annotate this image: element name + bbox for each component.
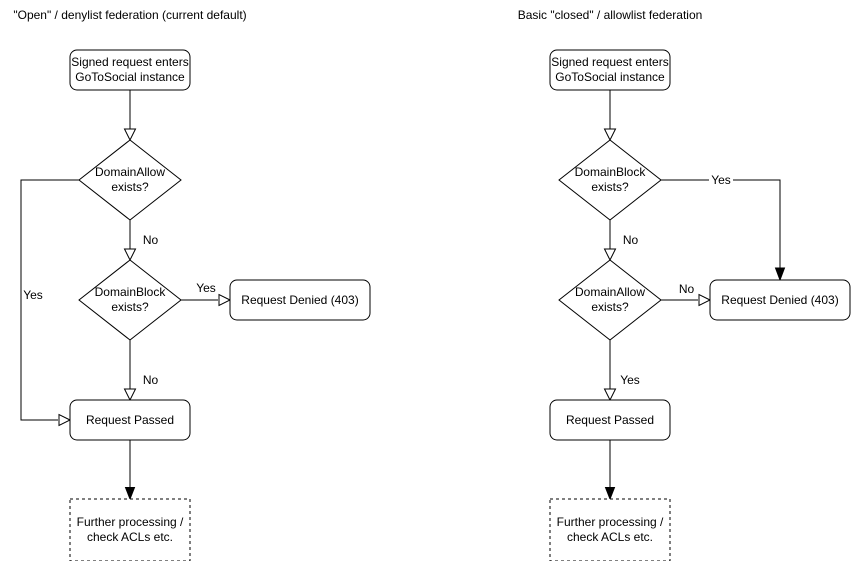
edge-label: No bbox=[679, 282, 695, 296]
left-edge-domainallow-yes bbox=[20, 179, 79, 427]
denied-box bbox=[709, 279, 851, 321]
open-arrowhead bbox=[218, 293, 232, 307]
further-box bbox=[69, 498, 191, 561]
left-edge-domainblock-yes bbox=[181, 293, 232, 307]
decision-label-line1: DomainBlock bbox=[575, 165, 647, 179]
right-edge-domainallow-yes bbox=[603, 340, 617, 402]
passed-label: Request Passed bbox=[86, 413, 174, 427]
decision-diamond bbox=[78, 139, 182, 221]
edge-label: Yes bbox=[23, 288, 43, 302]
decision-diamond bbox=[78, 259, 182, 341]
right-label-domainallow-yes: Yes bbox=[618, 373, 642, 387]
edge-label: Yes bbox=[620, 373, 640, 387]
left-label-domainblock-no: No bbox=[141, 373, 160, 387]
start-label-line1: Signed request enters bbox=[551, 55, 668, 69]
left-request-passed-node: Request Passed bbox=[69, 399, 191, 441]
left-flowchart: "Open" / denylist federation (current de… bbox=[13, 8, 371, 561]
decision-label-line2: exists? bbox=[111, 300, 149, 314]
decision-diamond bbox=[558, 139, 662, 221]
open-arrowhead bbox=[123, 128, 137, 142]
open-arrowhead bbox=[58, 413, 72, 427]
denied-box bbox=[229, 279, 371, 321]
decision-diamond bbox=[558, 259, 662, 341]
right-edge-domainblock-yes bbox=[661, 179, 786, 282]
right-domainblock-decision: DomainBlock exists? bbox=[558, 139, 662, 221]
edge-label: No bbox=[143, 373, 159, 387]
open-arrowhead bbox=[123, 388, 137, 402]
left-further-processing-node: Further processing / check ACLs etc. bbox=[69, 498, 191, 561]
right-start-node: Signed request enters GoToSocial instanc… bbox=[549, 49, 671, 91]
further-label-line1: Further processing / bbox=[77, 515, 184, 529]
edge-label: Yes bbox=[196, 281, 216, 295]
edge-label: Yes bbox=[711, 173, 731, 187]
label-background bbox=[141, 233, 160, 246]
edge-label: No bbox=[143, 233, 159, 247]
left-edge-start-to-domainallow bbox=[123, 90, 137, 142]
passed-label: Request Passed bbox=[566, 413, 654, 427]
further-box bbox=[549, 498, 671, 561]
right-label-domainblock-no: No bbox=[621, 233, 640, 247]
right-edge-domainallow-no bbox=[661, 293, 712, 307]
denied-label: Request Denied (403) bbox=[241, 293, 358, 307]
left-edge-passed-to-further bbox=[124, 440, 136, 501]
start-label-line2: GoToSocial instance bbox=[75, 70, 185, 84]
left-chart-title: "Open" / denylist federation (current de… bbox=[13, 8, 246, 22]
label-background bbox=[621, 233, 640, 246]
edge-line bbox=[661, 179, 781, 268]
further-label-line2: check ACLs etc. bbox=[87, 530, 173, 544]
open-arrowhead bbox=[123, 248, 137, 262]
decision-label-line1: DomainAllow bbox=[95, 165, 165, 179]
start-label-line2: GoToSocial instance bbox=[555, 70, 665, 84]
right-flowchart: Basic "closed" / allowlist federation bbox=[518, 8, 851, 561]
right-label-domainblock-yes: Yes bbox=[709, 173, 733, 187]
open-arrowhead bbox=[603, 128, 617, 142]
edge-label: No bbox=[623, 233, 639, 247]
edge-line bbox=[20, 179, 79, 421]
right-request-passed-node: Request Passed bbox=[549, 399, 671, 441]
right-edge-domainblock-no bbox=[603, 220, 617, 262]
right-request-denied-node: Request Denied (403) bbox=[709, 279, 851, 321]
decision-label-line1: DomainBlock bbox=[95, 285, 167, 299]
right-edge-start-to-domainblock bbox=[603, 90, 617, 142]
solid-arrowhead bbox=[774, 267, 786, 282]
left-request-denied-node: Request Denied (403) bbox=[229, 279, 371, 321]
right-edge-passed-to-further bbox=[604, 440, 616, 501]
start-box bbox=[549, 49, 671, 91]
label-background bbox=[618, 373, 642, 386]
left-label-domainallow-yes: Yes bbox=[22, 288, 46, 302]
decision-label-line2: exists? bbox=[591, 300, 629, 314]
open-arrowhead bbox=[603, 248, 617, 262]
right-further-processing-node: Further processing / check ACLs etc. bbox=[549, 498, 671, 561]
left-domainallow-decision: DomainAllow exists? bbox=[78, 139, 182, 221]
label-background bbox=[709, 173, 733, 186]
label-background bbox=[22, 288, 46, 301]
left-edge-domainblock-no bbox=[123, 340, 137, 402]
start-label-line1: Signed request enters bbox=[71, 55, 188, 69]
open-arrowhead bbox=[603, 388, 617, 402]
further-label-line1: Further processing / bbox=[557, 515, 664, 529]
open-arrowhead bbox=[698, 293, 712, 307]
label-background bbox=[677, 282, 696, 295]
left-domainblock-decision: DomainBlock exists? bbox=[78, 259, 182, 341]
right-chart-title: Basic "closed" / allowlist federation bbox=[518, 8, 703, 22]
passed-box bbox=[549, 399, 671, 441]
further-label-line2: check ACLs etc. bbox=[567, 530, 653, 544]
left-label-domainallow-no: No bbox=[141, 233, 160, 247]
decision-label-line1: DomainAllow bbox=[575, 285, 645, 299]
right-label-domainallow-no: No bbox=[677, 282, 696, 296]
label-background bbox=[141, 373, 160, 386]
label-background bbox=[194, 281, 218, 294]
denied-label: Request Denied (403) bbox=[721, 293, 838, 307]
decision-label-line2: exists? bbox=[111, 180, 149, 194]
decision-label-line2: exists? bbox=[591, 180, 629, 194]
start-box bbox=[69, 49, 191, 91]
right-domainallow-decision: DomainAllow exists? bbox=[558, 259, 662, 341]
left-start-node: Signed request enters GoToSocial instanc… bbox=[69, 49, 191, 91]
left-edge-domainallow-no bbox=[123, 220, 137, 262]
solid-arrowhead bbox=[124, 487, 136, 501]
left-label-domainblock-yes: Yes bbox=[194, 281, 218, 295]
solid-arrowhead bbox=[604, 487, 616, 501]
passed-box bbox=[69, 399, 191, 441]
